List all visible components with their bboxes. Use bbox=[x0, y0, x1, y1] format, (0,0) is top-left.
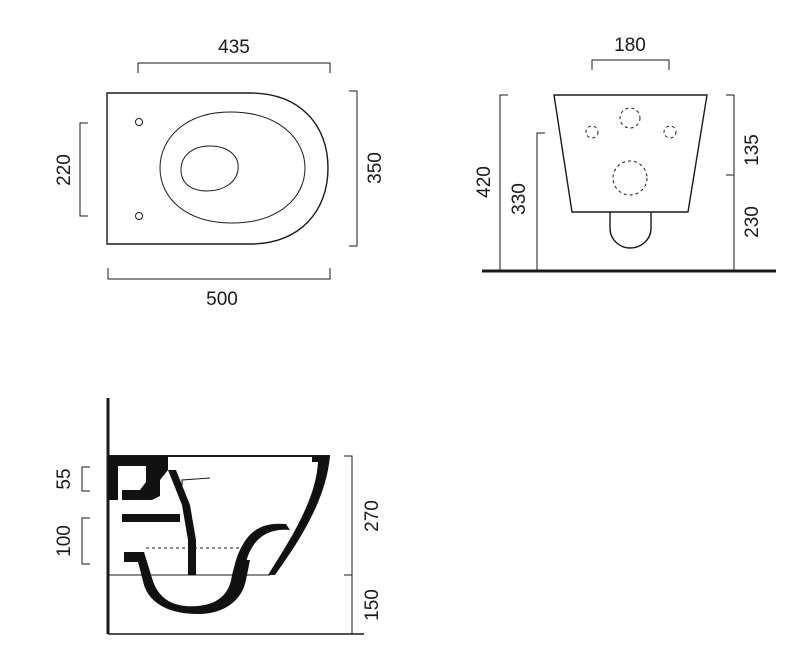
dim-line-front-top-width bbox=[591, 59, 670, 70]
dim-label-bottom-width: 500 bbox=[206, 289, 238, 310]
dim-label-front-top-width: 180 bbox=[614, 35, 646, 56]
dim-line-right-height bbox=[349, 90, 358, 247]
side-inlet-section bbox=[108, 456, 168, 500]
dim-label-side-left-upper: 55 bbox=[54, 468, 75, 489]
dim-label-side-right-upper: 270 bbox=[362, 500, 383, 532]
dim-label-side-left-lower: 100 bbox=[54, 525, 75, 557]
dim-line-side-left-lower bbox=[81, 517, 90, 565]
dim-line-side-left-upper bbox=[81, 466, 90, 492]
dim-line-front-right bbox=[726, 94, 735, 271]
top-view-seat-rim bbox=[159, 111, 306, 224]
dim-label-right-height: 350 bbox=[365, 152, 386, 184]
drain-hole bbox=[612, 160, 648, 196]
dim-label-left-height: 220 bbox=[54, 154, 75, 186]
side-bowl-inner bbox=[168, 470, 196, 575]
front-view-outlet bbox=[609, 212, 652, 249]
dim-line-side-right bbox=[344, 455, 353, 634]
dim-line-front-inner-height bbox=[536, 132, 545, 271]
side-front-inner bbox=[236, 523, 290, 562]
dim-line-bottom-width bbox=[107, 268, 331, 280]
fixing-hole-right bbox=[663, 125, 677, 139]
top-view-outline bbox=[106, 92, 329, 245]
side-flush-detail bbox=[181, 477, 211, 492]
dim-line-top-width bbox=[137, 62, 331, 73]
dim-label-front-total-height: 420 bbox=[474, 166, 495, 198]
front-view-body bbox=[553, 94, 708, 213]
dim-line-left-height bbox=[79, 122, 88, 217]
side-inlet-neck bbox=[122, 514, 180, 522]
dim-label-front-inner-height: 330 bbox=[509, 183, 530, 215]
dim-label-front-upper-right: 135 bbox=[742, 134, 763, 166]
top-view: 435 500 220 350 bbox=[54, 37, 386, 310]
mounting-hole-bottom bbox=[135, 212, 143, 220]
dim-label-side-right-lower: 150 bbox=[362, 589, 383, 621]
fixing-hole-left bbox=[585, 125, 599, 139]
front-view: 180 420 330 135 230 bbox=[474, 35, 776, 273]
dim-line-front-total-height bbox=[499, 94, 508, 271]
side-front-wall bbox=[268, 456, 330, 575]
dim-label-top-width: 435 bbox=[218, 37, 250, 58]
side-trapway bbox=[124, 552, 250, 614]
dim-label-front-lower-right: 230 bbox=[742, 206, 763, 238]
fixing-hole-top bbox=[619, 107, 641, 129]
top-view-bowl-opening bbox=[180, 145, 239, 192]
mounting-hole-top bbox=[135, 118, 143, 126]
side-view: 55 100 270 150 bbox=[54, 398, 383, 635]
